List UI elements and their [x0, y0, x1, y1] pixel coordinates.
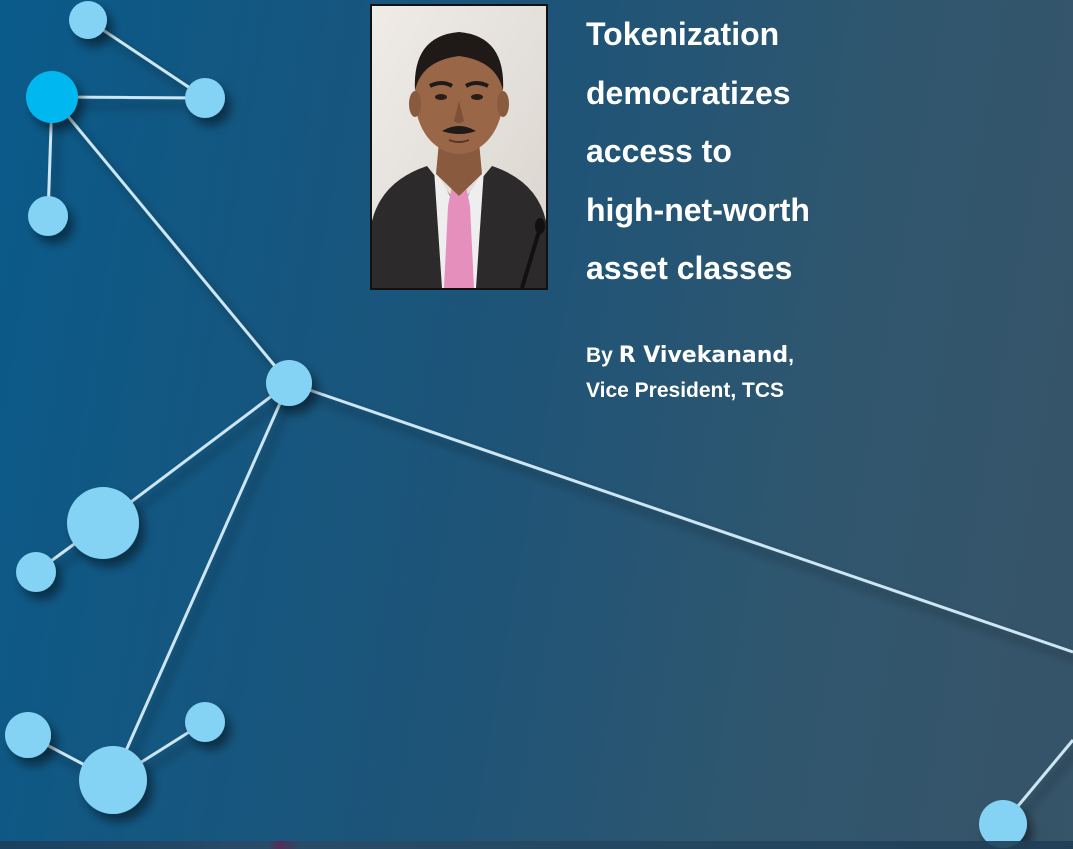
headline-line: high-net-worth: [586, 191, 810, 228]
headline-line: asset classes: [586, 250, 793, 286]
headline: Tokenization democratizes access to high…: [586, 5, 810, 298]
network-node: [266, 360, 312, 406]
byline-prefix: By: [586, 344, 619, 367]
network-node: [185, 702, 225, 742]
network-node: [28, 196, 68, 236]
network-node: [79, 746, 147, 814]
headline-line: Tokenization: [586, 16, 780, 52]
headline-line: democratizes: [586, 74, 791, 111]
network-node: [67, 487, 139, 559]
author-photo: [370, 4, 548, 290]
network-node: [5, 712, 51, 758]
network-nodes: [5, 1, 1027, 848]
network-node: [26, 71, 78, 123]
tie-shape: [444, 186, 474, 288]
network-node: [185, 78, 225, 118]
network-node: [69, 1, 107, 39]
byline: By R Vivekanand, Vice President, TCS: [586, 338, 794, 408]
author-title: Vice President, TCS: [586, 379, 785, 402]
bottom-strip: [0, 841, 1073, 849]
network-node: [979, 800, 1027, 848]
headline-line: access to: [586, 133, 732, 169]
network-node: [16, 552, 56, 592]
network-lines: [27, 18, 1073, 825]
byline-comma: ,: [788, 344, 794, 367]
author-name: R Vivekanand: [618, 343, 789, 368]
